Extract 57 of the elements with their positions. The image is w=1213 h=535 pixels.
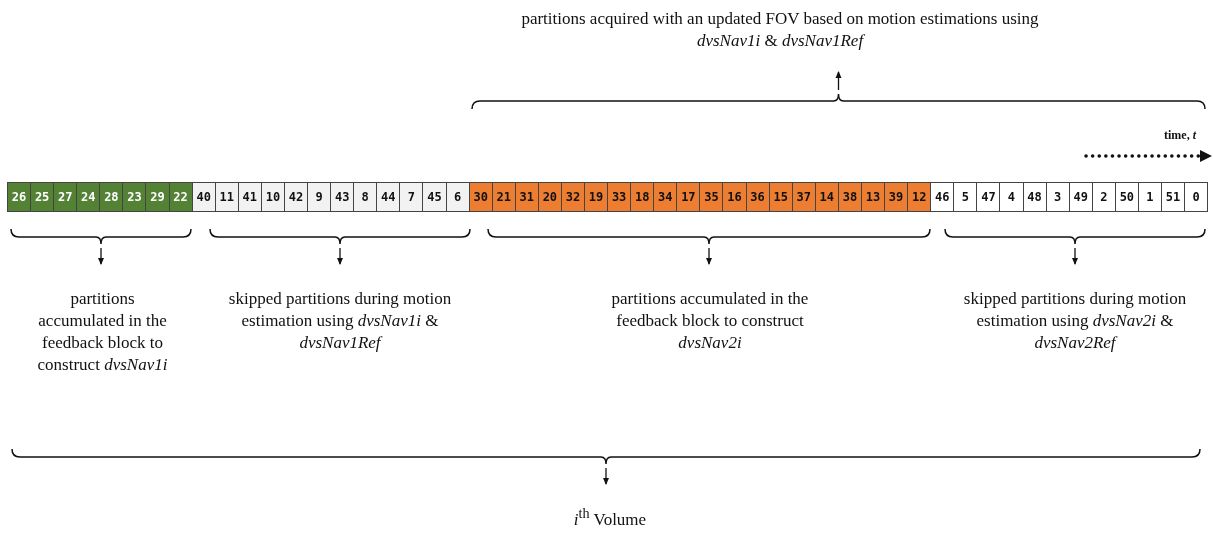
partition-cell: 25 — [30, 182, 55, 212]
partition-cell: 48 — [1022, 182, 1047, 212]
partition-cell: 46 — [930, 182, 955, 212]
annotation-text: partitions accumulated in the feedback block to construct dvsNav2i — [610, 288, 810, 354]
partition-cell: 29 — [145, 182, 170, 212]
partition-cell: 45 — [422, 182, 447, 212]
annotation-text: skipped partitions during motion estimation using dvsNav1i & dvsNav1Ref — [227, 288, 453, 354]
annotation-text: partitions accumulated in the feedback block to construct dvsNav1i — [36, 288, 169, 376]
partition-cell: 21 — [491, 182, 516, 212]
partition-cell: 32 — [560, 182, 585, 212]
partition-cell: 36 — [745, 182, 770, 212]
partition-cell: 34 — [653, 182, 678, 212]
partition-cell: 49 — [1068, 182, 1093, 212]
partition-cell: 2 — [1091, 182, 1116, 212]
annotation-text: skipped partitions during motion estimation using dvsNav2i & dvsNav2Ref — [962, 288, 1188, 354]
partition-cell: 35 — [699, 182, 724, 212]
partition-cell: 7 — [399, 182, 424, 212]
partition-cell: 44 — [376, 182, 401, 212]
partition-cell: 9 — [307, 182, 332, 212]
partition-cell: 37 — [791, 182, 816, 212]
partition-cell: 5 — [953, 182, 978, 212]
partition-cell: 40 — [191, 182, 216, 212]
partition-cell: 23 — [122, 182, 147, 212]
partition-cell: 16 — [722, 182, 747, 212]
annotation-text: partitions acquired with an updated FOV based on motion estimations using dvsNav1i & dvsNav1Ref — [520, 8, 1040, 52]
partition-cell: 39 — [884, 182, 909, 212]
partition-cell: 51 — [1161, 182, 1186, 212]
partition-cell: 24 — [76, 182, 101, 212]
partition-cell: 18 — [630, 182, 655, 212]
partition-cell: 3 — [1045, 182, 1070, 212]
partition-cell: 1 — [1137, 182, 1162, 212]
partition-cell: 47 — [976, 182, 1001, 212]
partition-cell: 31 — [514, 182, 539, 212]
partition-cell: 6 — [445, 182, 470, 212]
partition-cell: 19 — [584, 182, 609, 212]
partition-cell: 11 — [214, 182, 239, 212]
annotation-text: i$^{th}$ Volume — [572, 504, 648, 531]
partition-cell: 22 — [168, 182, 193, 212]
partition-cell: 4 — [999, 182, 1024, 212]
axis-label: time, t — [1163, 127, 1198, 144]
partition-cell: 0 — [1184, 182, 1209, 212]
partition-cell: 28 — [99, 182, 124, 212]
partition-cell: 38 — [837, 182, 862, 212]
partition-cell: 43 — [330, 182, 355, 212]
partition-cell: 30 — [468, 182, 493, 212]
partition-cell: 50 — [1114, 182, 1139, 212]
partition-cell: 41 — [237, 182, 262, 212]
partition-cell: 8 — [353, 182, 378, 212]
partition-cell: 14 — [814, 182, 839, 212]
partition-cell: 15 — [768, 182, 793, 212]
partition-cell: 12 — [907, 182, 932, 212]
partition-cell: 10 — [260, 182, 285, 212]
partition-cell: 33 — [607, 182, 632, 212]
partition-cell: 27 — [53, 182, 78, 212]
partition-cell: 20 — [537, 182, 562, 212]
partition-cell: 26 — [7, 182, 32, 212]
partition-cell: 17 — [676, 182, 701, 212]
